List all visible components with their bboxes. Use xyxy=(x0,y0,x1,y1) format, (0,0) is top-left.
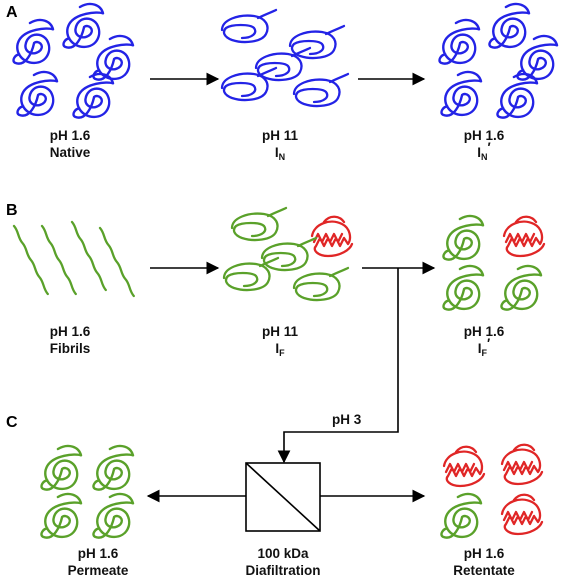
unfolded-protein-loop xyxy=(220,8,278,44)
refolded-cluster-a xyxy=(438,2,559,119)
label-a1-name: Native xyxy=(50,145,91,160)
unfolded-protein-loop xyxy=(220,66,278,102)
fibrils-cluster xyxy=(12,217,135,301)
diafiltration-membrane-box xyxy=(245,462,321,532)
refolded-protein-coil xyxy=(438,18,481,65)
fibril-strand xyxy=(40,221,77,299)
label-a3-ph: pH 1.6 xyxy=(464,128,505,143)
refolded-cluster-b xyxy=(442,214,546,311)
aggregated-protein xyxy=(310,215,354,258)
label-c3-name: Retentate xyxy=(453,563,515,578)
fibril-strand xyxy=(12,221,49,299)
unfolded-protein-loop xyxy=(230,206,288,242)
unfolded-cluster-a xyxy=(220,8,350,108)
label-c2-size: 100 kDa xyxy=(257,546,309,561)
permeate-cluster xyxy=(40,444,135,539)
aggregated-protein xyxy=(442,445,486,488)
refolded-protein-coil xyxy=(496,72,539,119)
native-cluster-a xyxy=(12,2,135,119)
native-protein-coil xyxy=(12,18,55,65)
refolded-protein-coil xyxy=(440,70,483,117)
retentate-protein-coil xyxy=(440,492,483,539)
permeate-protein-coil xyxy=(40,444,83,491)
unfolded-protein-loop xyxy=(222,256,280,292)
label-a3-name: IN′ xyxy=(477,140,491,162)
permeate-protein-coil xyxy=(92,492,135,539)
panel-letter-a: A xyxy=(6,4,18,21)
label-b1-name: Fibrils xyxy=(50,341,91,356)
unfolded-protein-loop xyxy=(292,266,350,302)
aggregated-protein xyxy=(502,215,546,258)
retentate-cluster xyxy=(440,443,544,539)
label-b3-name: IF′ xyxy=(478,336,491,358)
native-protein-coil xyxy=(16,70,59,117)
refolded-protein-coil xyxy=(500,264,543,311)
aggregated-protein xyxy=(500,493,544,536)
label-b2-ph: pH 11 xyxy=(262,324,299,339)
label-b2-name: IF xyxy=(275,341,285,358)
label-a1-ph: pH 1.6 xyxy=(50,128,91,143)
label-c1-name: Permeate xyxy=(68,563,129,578)
panel-letter-b: B xyxy=(6,202,18,219)
arrow-branch-ph3 xyxy=(277,268,399,464)
label-c2-name: Diafiltration xyxy=(245,563,320,578)
panel-letter-c: C xyxy=(6,414,18,431)
unfolded-protein-loop xyxy=(254,46,312,82)
permeate-protein-coil xyxy=(92,444,135,491)
unfolded-protein-loop xyxy=(260,236,318,272)
filter-membrane-line xyxy=(245,462,321,532)
label-branch-ph3: pH 3 xyxy=(332,412,362,427)
label-a2-ph: pH 11 xyxy=(262,128,299,143)
refolded-protein-coil xyxy=(442,214,485,261)
native-protein-coil xyxy=(62,2,105,49)
unfolded-cluster-b xyxy=(222,206,354,302)
refolded-protein-coil xyxy=(442,264,485,311)
label-c1-ph: pH 1.6 xyxy=(78,546,119,561)
permeate-protein-coil xyxy=(40,492,83,539)
refolded-protein-coil xyxy=(488,2,531,49)
label-c3-ph: pH 1.6 xyxy=(464,546,505,561)
aggregated-protein xyxy=(500,443,544,486)
label-a2-name: IN xyxy=(275,145,285,162)
native-protein-coil xyxy=(72,72,115,119)
label-b3-ph: pH 1.6 xyxy=(464,324,505,339)
label-b1-ph: pH 1.6 xyxy=(50,324,91,339)
unfolded-protein-loop xyxy=(292,72,350,108)
